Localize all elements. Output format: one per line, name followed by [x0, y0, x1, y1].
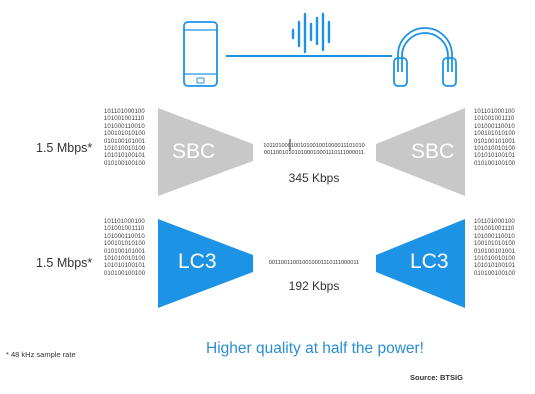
- lc3-encoder-shape: [158, 219, 253, 308]
- sbc-decoder-label: SBC: [411, 140, 455, 163]
- lc3-encoder-label: LC3: [178, 250, 217, 273]
- lc3-decoder-shape: [376, 219, 465, 308]
- headline: Higher quality at half the power!: [206, 340, 424, 357]
- smartphone-icon: [183, 21, 218, 87]
- audio-waveform-icon: [291, 12, 331, 54]
- bit-block-bottom-right: 101101000100 101001001110 101000110010 1…: [474, 219, 516, 277]
- bit-block-top-right: 101101000100 101001001110 101000110010 1…: [474, 109, 516, 167]
- sbc-decoder-shape: [376, 108, 465, 196]
- lc3-decoder-label: LC3: [410, 250, 449, 273]
- sbc-encoder-label: SBC: [172, 140, 216, 163]
- lc3-input-rate: 1.5 Mbps*: [36, 256, 93, 270]
- sbc-output-rate: 345 Kbps: [288, 171, 340, 185]
- sbc-input-rate: 1.5 Mbps*: [36, 141, 93, 155]
- bit-block-top-left: 101101000100 101001001110 101000110010 1…: [104, 109, 146, 167]
- lc3-stream-bits: 001100110010010001110111000011: [268, 260, 360, 266]
- sbc-encoder-shape: [158, 108, 253, 196]
- bit-block-bottom-left: 101101000100 101001001110 101000110010 1…: [104, 219, 146, 277]
- headphones-icon: [393, 27, 457, 87]
- sbc-stream-bits: 101101000100101001001000011101010 001100…: [263, 143, 365, 156]
- lc3-output-rate: 192 Kbps: [288, 279, 340, 293]
- top-graphic: [183, 12, 457, 87]
- source-credit: Source: BTSIG: [410, 373, 463, 382]
- footnote: * 48 kHz sample rate: [6, 350, 76, 359]
